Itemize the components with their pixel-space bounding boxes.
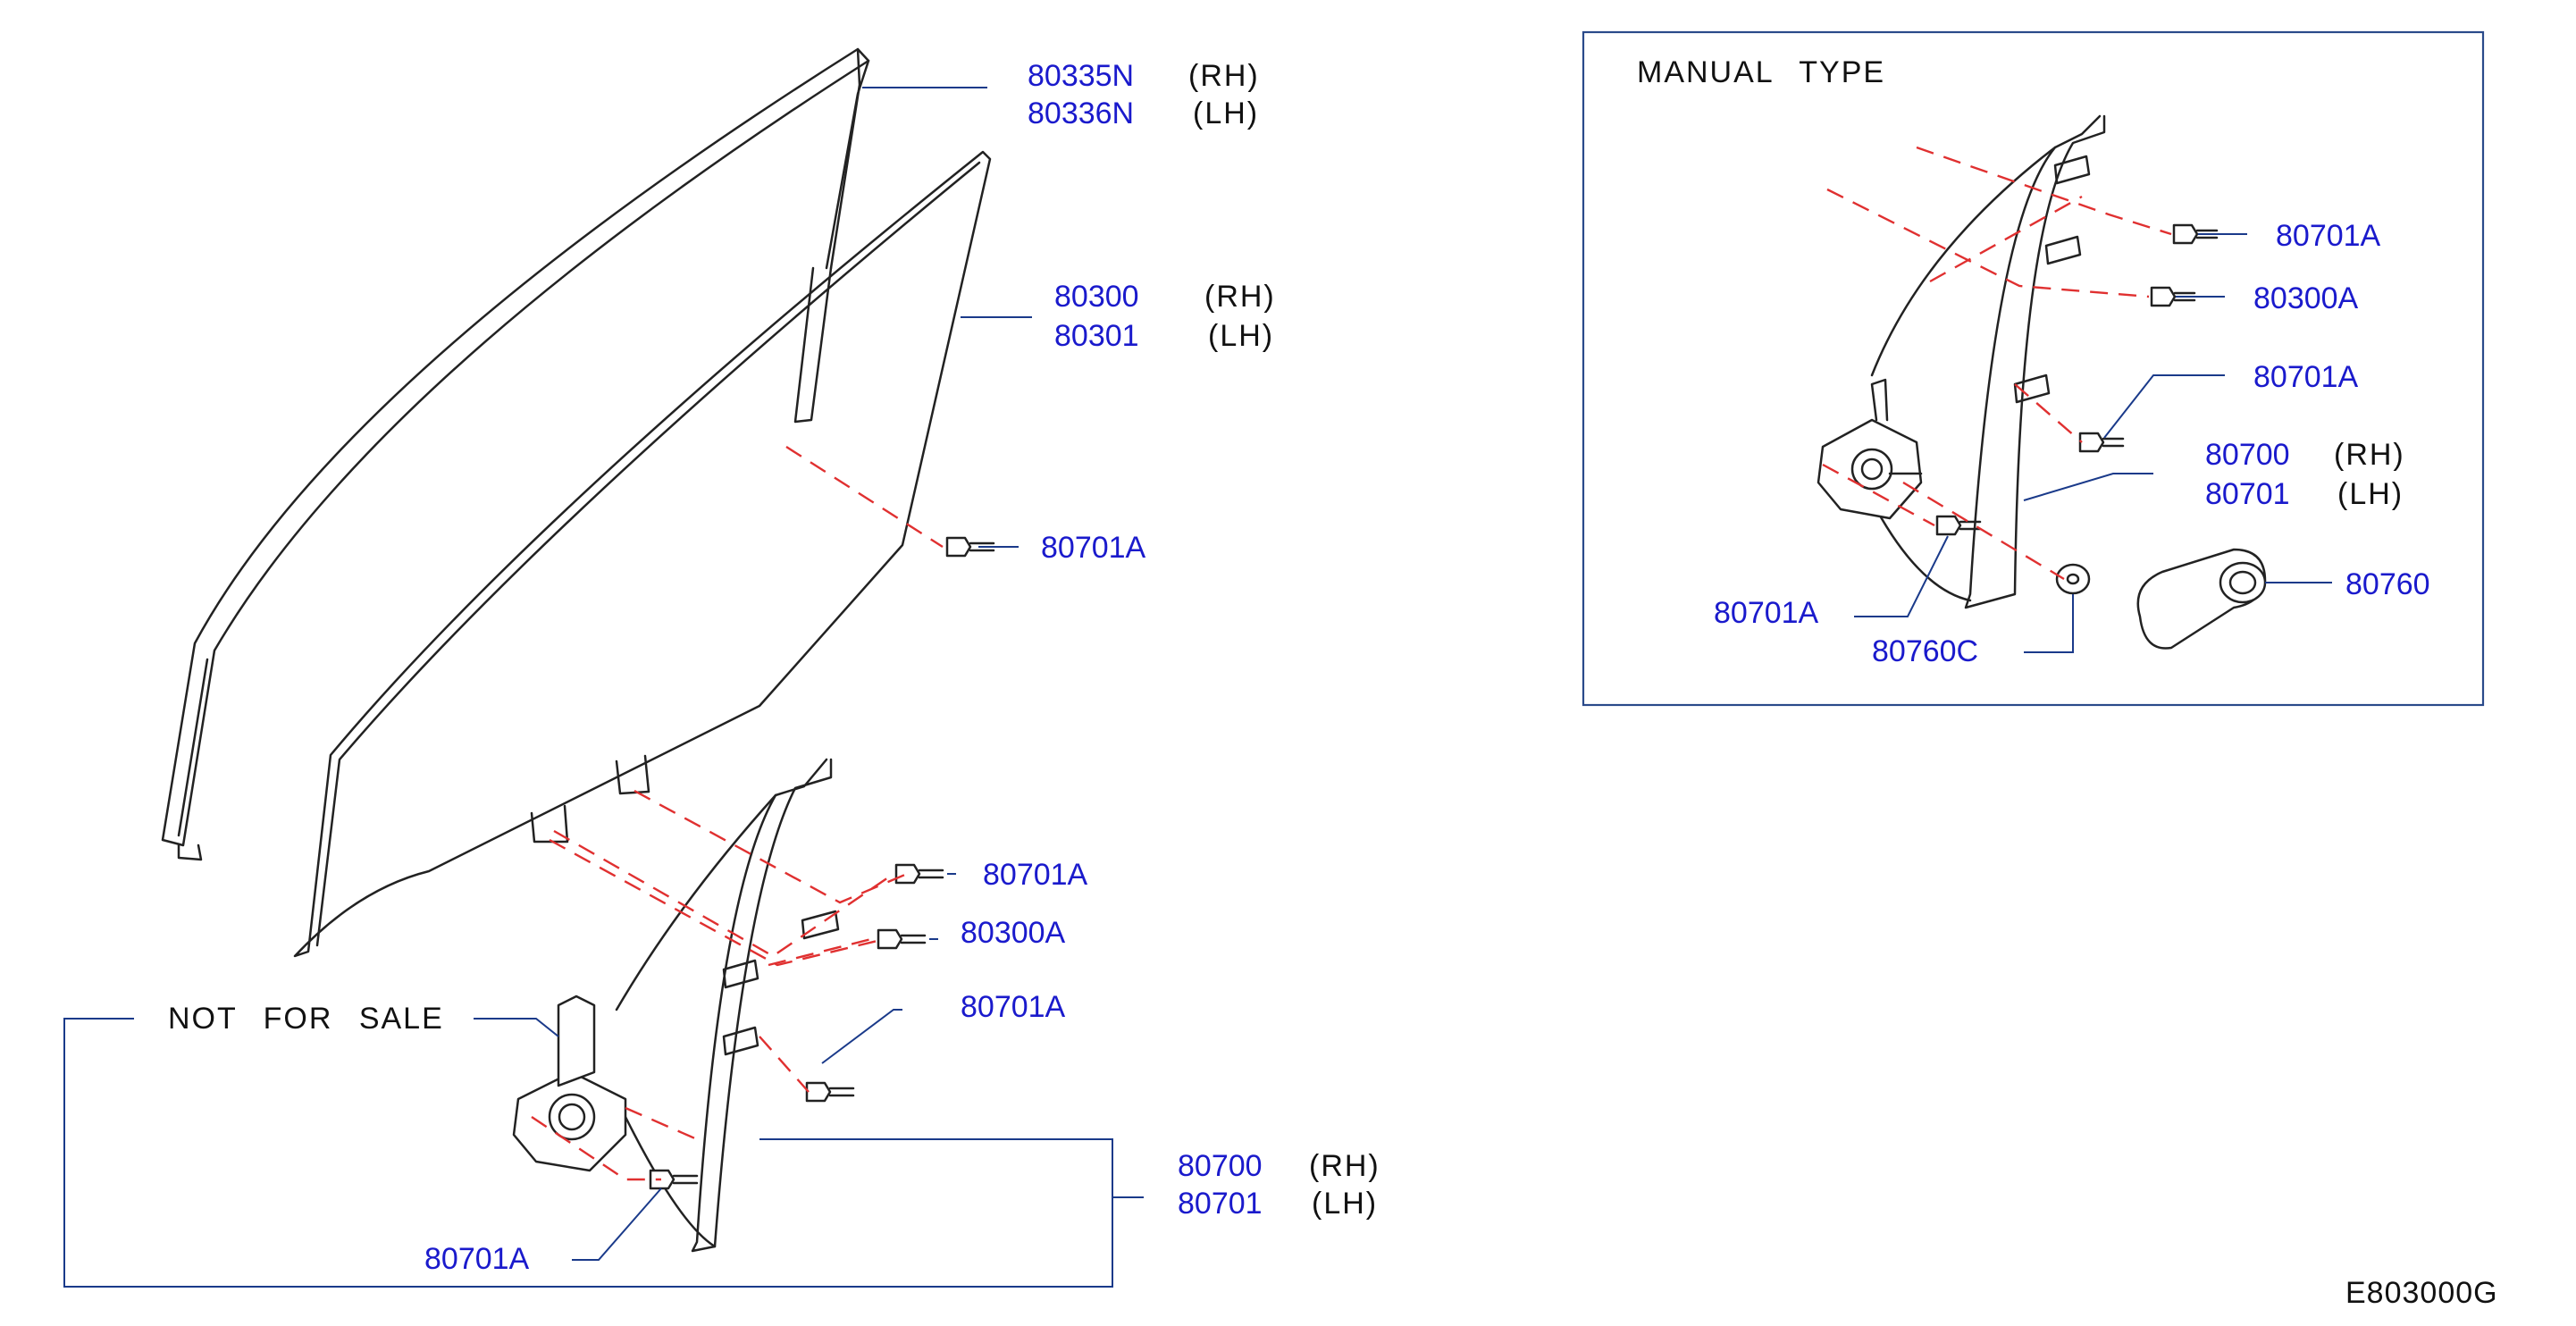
hidden-lines-main bbox=[531, 445, 944, 1181]
label-not-for-sale: NOT FOR SALE bbox=[168, 1002, 444, 1036]
diagram-code: E803000G bbox=[2345, 1276, 2498, 1310]
label-manual-reg-rh-side: (RH) bbox=[2334, 438, 2405, 472]
label-manual-reg-lh-side: (LH) bbox=[2337, 477, 2404, 511]
label-glass-lh-side: (LH) bbox=[1208, 319, 1274, 353]
label-reg-lh-side: (LH) bbox=[1312, 1187, 1378, 1221]
label-reg-lh-number: 80701 bbox=[1178, 1187, 1263, 1221]
main-labels: 80335N (RH) 80336N (LH) 80300 (RH) 80301… bbox=[168, 59, 1380, 1276]
power-regulator-drawing bbox=[512, 758, 840, 1253]
window-handle-icon bbox=[2136, 548, 2267, 650]
label-manual-bolt-4: 80701A bbox=[1714, 596, 1819, 630]
label-bolt-glass: 80701A bbox=[1041, 531, 1146, 565]
label-sash-rh-side: (RH) bbox=[1188, 59, 1260, 93]
bolt-icon bbox=[2172, 223, 2219, 245]
bolt-icon bbox=[1935, 515, 1982, 536]
label-bolt-reg-1: 80701A bbox=[983, 858, 1088, 892]
manual-type-frame bbox=[1582, 30, 2485, 707]
label-manual-bolt-1: 80701A bbox=[2276, 219, 2381, 253]
door-sash-drawing bbox=[161, 47, 870, 861]
label-bolt-reg-3: 80701A bbox=[961, 990, 1066, 1024]
bolt-icon bbox=[894, 863, 944, 885]
label-reg-rh-side: (RH) bbox=[1309, 1149, 1380, 1183]
label-manual-reg-rh-number: 80700 bbox=[2205, 438, 2290, 472]
bolt-icon bbox=[2078, 432, 2125, 453]
label-manual-handle: 80760 bbox=[2345, 567, 2430, 601]
label-glass-rh-side: (RH) bbox=[1204, 280, 1276, 314]
washer-icon bbox=[2055, 563, 2091, 595]
label-glass-lh-number: 80301 bbox=[1054, 319, 1139, 353]
bolt-icon bbox=[877, 928, 927, 950]
label-bolt-reg-2: 80300A bbox=[961, 916, 1066, 950]
door-glass-drawing bbox=[293, 150, 992, 958]
bolt-icon bbox=[2150, 286, 2196, 307]
label-sash-lh-number: 80336N bbox=[1028, 97, 1134, 130]
label-manual-washer: 80760C bbox=[1872, 634, 1978, 668]
label-manual-bolt-3: 80701A bbox=[2253, 360, 2359, 394]
label-sash-lh-side: (LH) bbox=[1193, 97, 1259, 130]
bolt-icons bbox=[649, 536, 995, 1190]
label-glass-rh-number: 80300 bbox=[1054, 280, 1139, 314]
manual-regulator-drawing bbox=[1817, 114, 2106, 609]
label-manual-reg-lh-number: 80701 bbox=[2205, 477, 2290, 511]
label-bolt-reg-4: 80701A bbox=[424, 1242, 530, 1276]
label-manual-bolt-2: 80300A bbox=[2253, 281, 2359, 315]
bolt-icon bbox=[805, 1081, 855, 1103]
label-reg-rh-number: 80700 bbox=[1178, 1149, 1263, 1183]
leader-lines-main bbox=[63, 87, 1144, 1288]
manual-type-title: MANUAL TYPE bbox=[1637, 55, 1885, 89]
manual-type-panel: MANUAL TYPE bbox=[1582, 30, 2485, 707]
bolt-icon bbox=[649, 1169, 699, 1190]
bolt-icon bbox=[945, 536, 995, 558]
label-sash-rh-number: 80335N bbox=[1028, 59, 1134, 93]
